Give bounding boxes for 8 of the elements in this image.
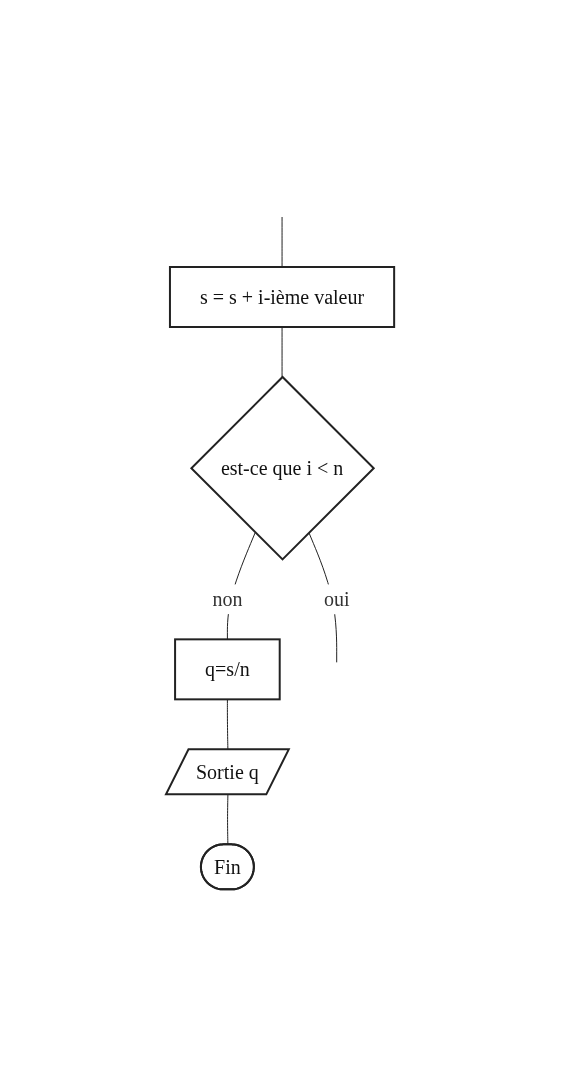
edge-label: non <box>212 588 243 611</box>
node-box: s = s + i-ième valeur <box>169 265 396 328</box>
node-diamond: est-ce que i < n <box>190 375 376 561</box>
edge-label: oui <box>324 588 350 611</box>
connector <box>227 794 229 846</box>
node-box: q=s/n <box>174 638 282 701</box>
connector <box>281 216 283 268</box>
connector <box>281 326 283 378</box>
